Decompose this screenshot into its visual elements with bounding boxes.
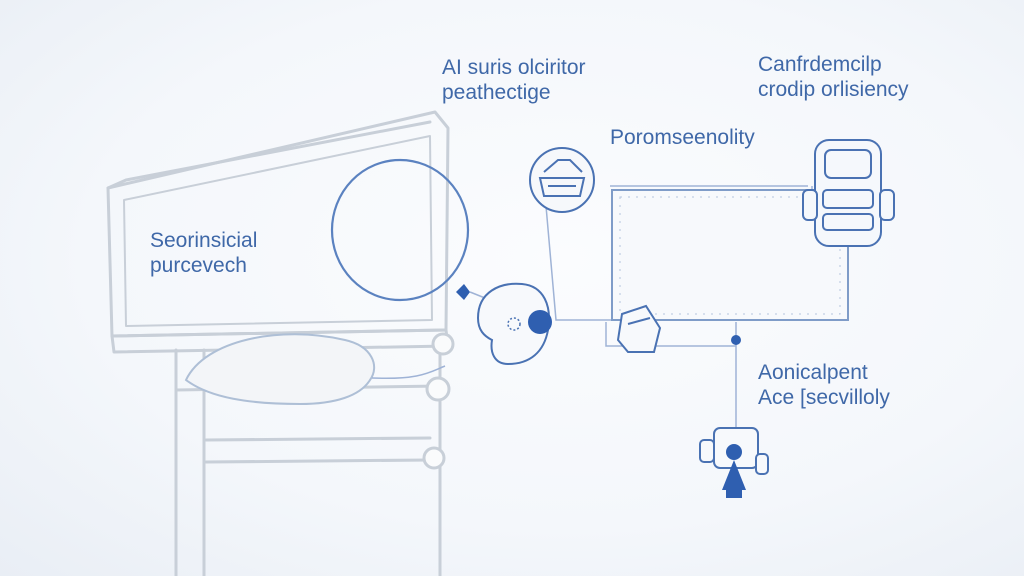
label-left-panel-line2: purcevech: [150, 254, 247, 277]
label-bottom-right-line2: Ace [secvilloly: [758, 386, 890, 409]
label-top-center-line1: AI suris olciritor: [442, 56, 586, 79]
connector-lines: [371, 185, 813, 432]
label-bottom-right: Aonicalpent Ace [secvilloly: [758, 360, 890, 410]
pillow-shape: [184, 333, 375, 406]
label-middle-line1: Poromseenolity: [610, 126, 755, 149]
label-left-panel: Seorinsicial purcevech: [150, 228, 257, 278]
label-bottom-right-line1: Aonicalpent: [758, 361, 868, 384]
label-top-right-line2: crodip orlisiency: [758, 78, 909, 101]
connector-dot: [731, 335, 741, 345]
label-top-center: AI suris olciritor peathectige: [442, 55, 586, 105]
label-left-panel-line1: Seorinsicial: [150, 229, 258, 252]
label-middle: Poromseenolity: [610, 125, 755, 150]
robot-icon: [802, 139, 895, 247]
label-top-right: Canfrdemcilp crodip orlisiency: [758, 52, 909, 102]
label-top-center-line2: peathectige: [442, 81, 551, 104]
device-icon: [616, 304, 662, 353]
label-top-right-line1: Canfrdemcilp: [758, 53, 882, 76]
drawer-knobs: [422, 332, 455, 470]
bubble-circle: [330, 158, 470, 302]
person-icon: [699, 427, 769, 498]
router-icon: [529, 147, 595, 213]
head-icon: [456, 282, 552, 366]
